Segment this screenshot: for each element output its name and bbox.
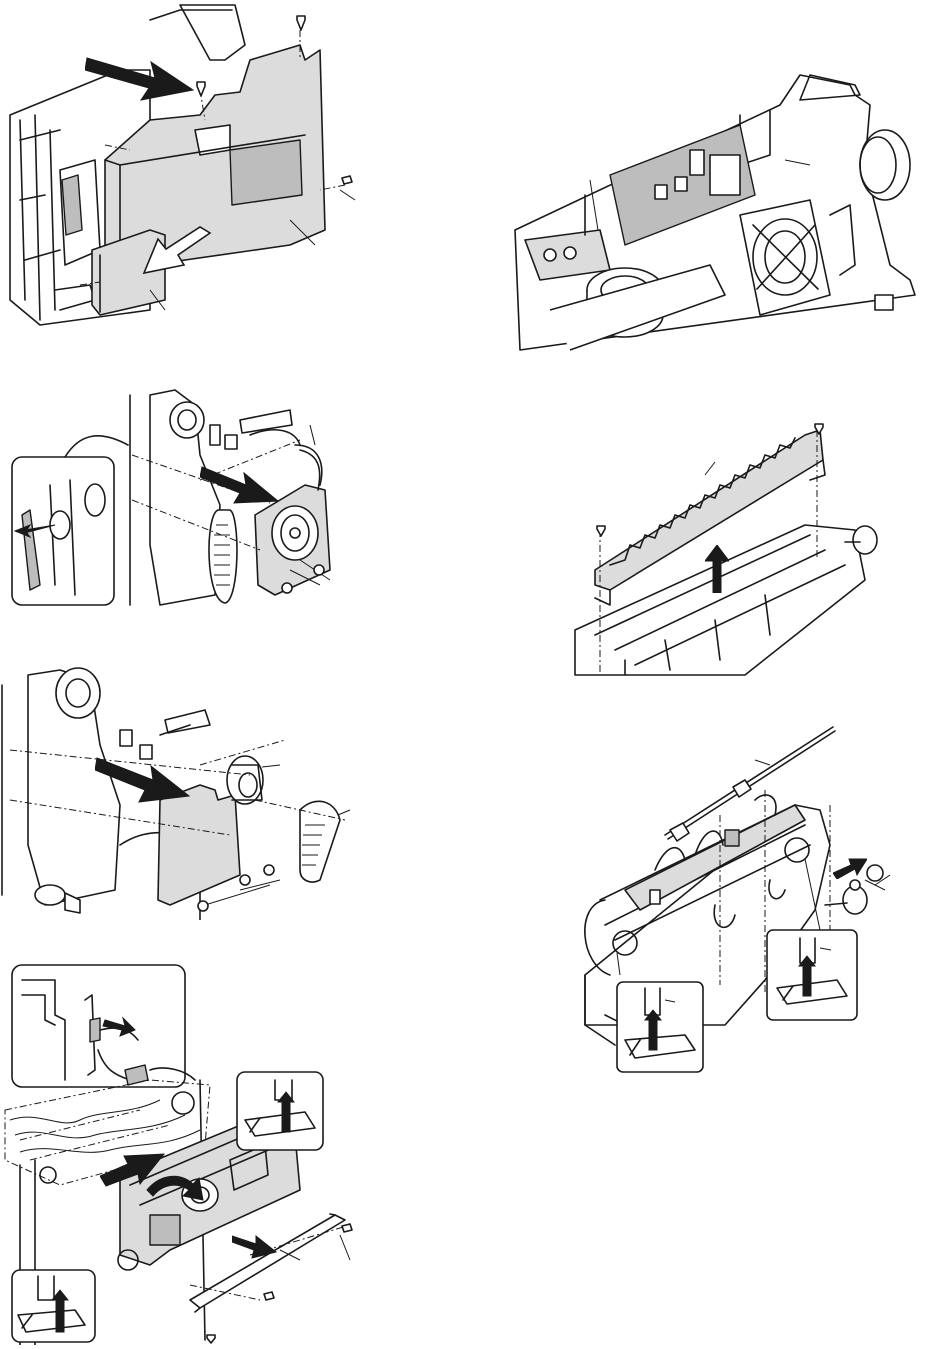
thick-arrow-icon (200, 457, 280, 507)
paper-guide-illustration (565, 420, 895, 680)
screw-icon (595, 524, 607, 538)
screw-icon (312, 563, 326, 577)
screw-icon (195, 80, 207, 98)
fig-control-pwb-detail (510, 65, 930, 355)
paper-feed-unit-illustration (0, 960, 370, 1345)
screw-icon (262, 863, 276, 877)
thick-arrow-icon (95, 750, 190, 805)
screw-icon (196, 899, 210, 913)
up-arrow-icon (705, 545, 729, 593)
thick-arrow-icon (138, 225, 213, 280)
screw-icon (340, 174, 354, 188)
curved-arrow-icon (145, 1170, 205, 1205)
screw-icon (813, 422, 825, 436)
fig-roller-shaft-detail-right (765, 928, 860, 1023)
control-pwb-illustration (510, 65, 930, 355)
thick-arrow-icon (232, 1230, 277, 1260)
fig-paper-feed-unit-removal (0, 960, 370, 1345)
fig-motor-plate-exploded (0, 655, 370, 920)
fig-motor-plate-with-inset (0, 385, 370, 610)
fig-paper-guide-removal (565, 420, 895, 680)
screw-icon (238, 873, 252, 887)
release-detail-right (765, 928, 860, 1023)
fig-side-cover-removal (0, 0, 370, 335)
screw-icon (280, 581, 294, 595)
screw-icon (340, 1222, 354, 1236)
thick-arrow-icon (833, 855, 867, 879)
fig-roller-shaft-detail-left (615, 980, 705, 1075)
screw-icon (205, 1333, 217, 1345)
screw-icon (295, 14, 307, 32)
screw-icon (262, 1290, 276, 1304)
release-detail-left (615, 980, 705, 1075)
thick-arrow-icon (85, 40, 195, 105)
